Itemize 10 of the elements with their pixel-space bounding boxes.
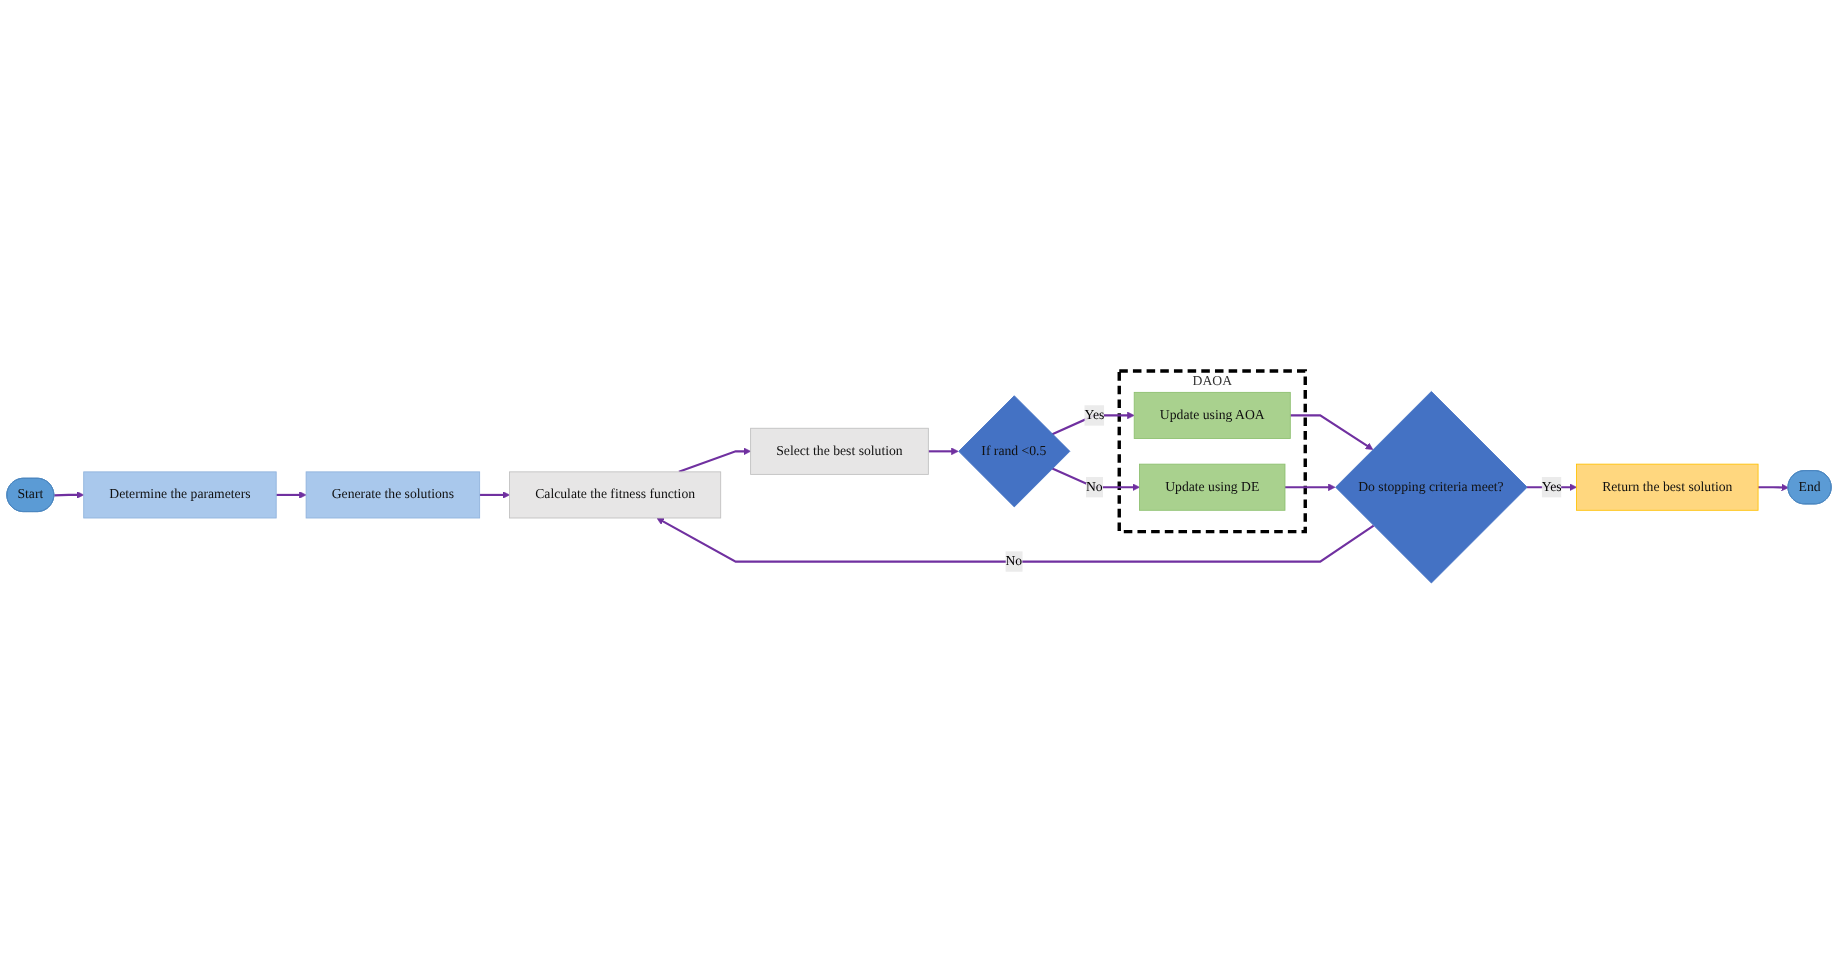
arrow	[479, 491, 510, 499]
arrow	[656, 517, 1375, 563]
arrow	[54, 491, 85, 499]
arrow	[1758, 483, 1789, 492]
arrow	[928, 447, 959, 456]
arrow	[1290, 414, 1374, 450]
arrow	[1285, 483, 1336, 491]
arrow	[1051, 467, 1140, 491]
arrow	[678, 447, 751, 473]
arrow	[276, 491, 307, 499]
